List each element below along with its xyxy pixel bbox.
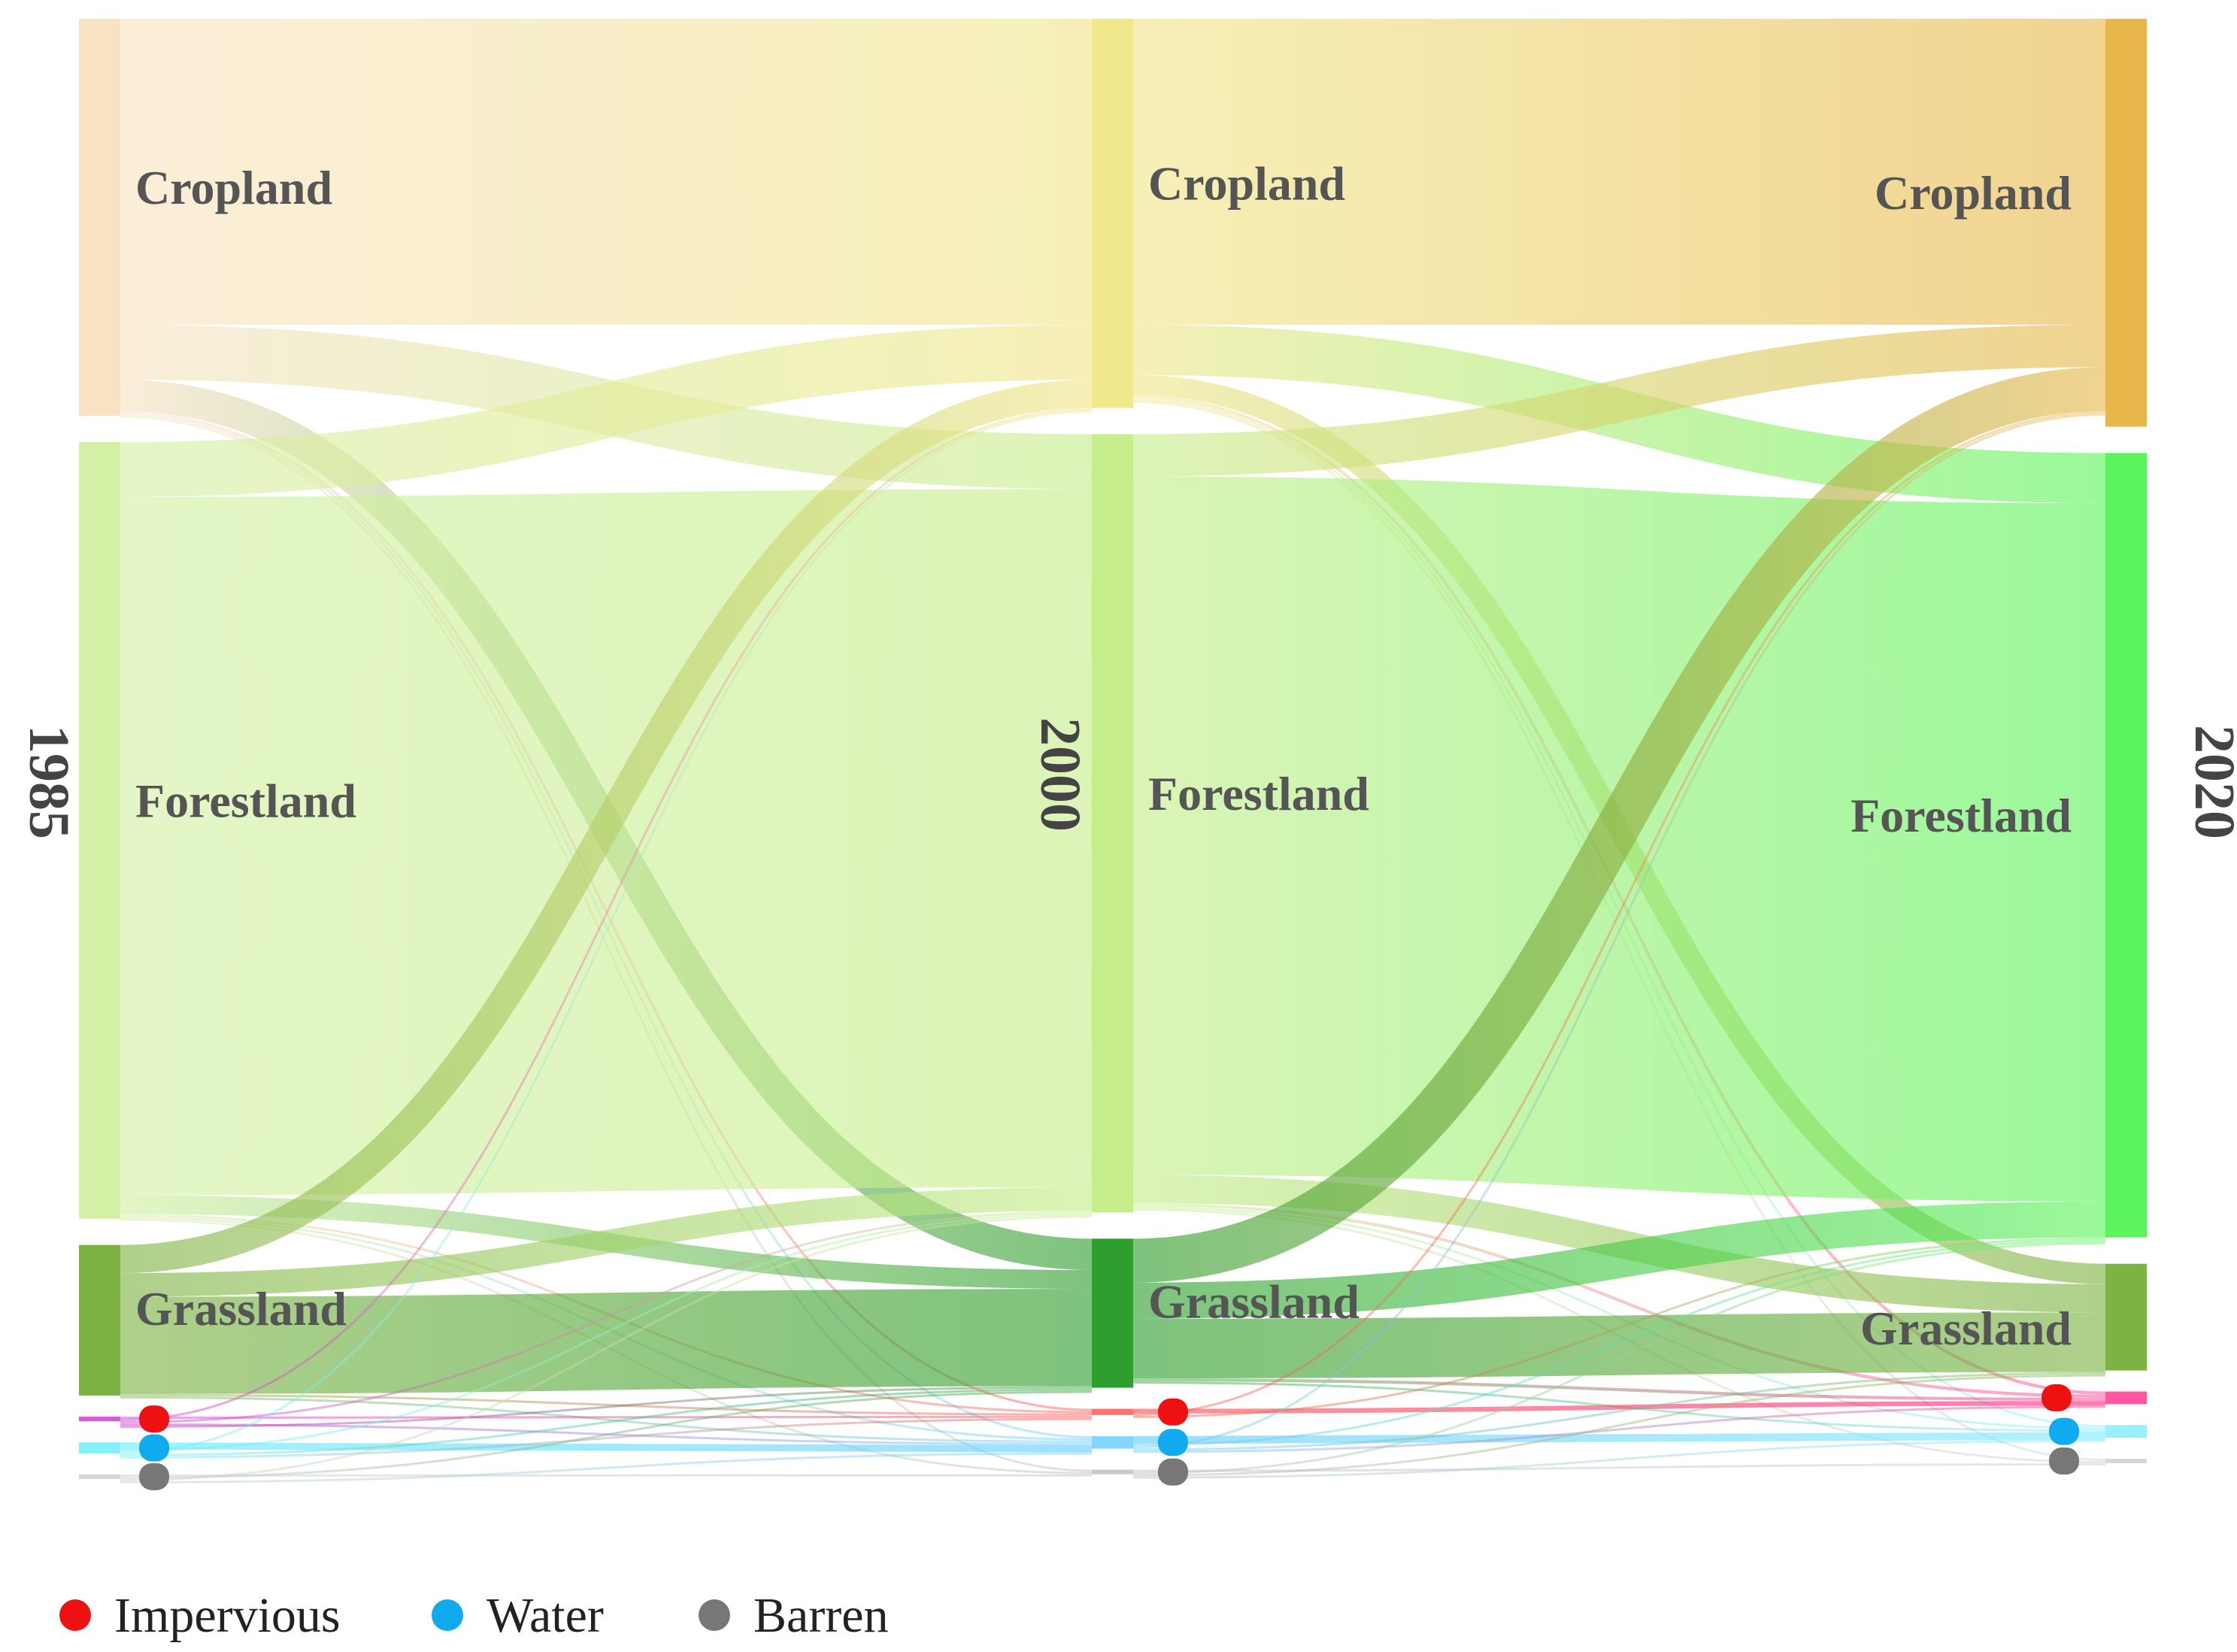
node-2020-barren-marker <box>2049 1447 2079 1475</box>
node-2020-grassland <box>2105 1263 2147 1371</box>
sankey-link-1985-grassland-to-forestland <box>120 1187 1093 1297</box>
node-label-1985-forestland: Forestland <box>135 774 356 827</box>
legend-label-water: Water <box>487 1588 604 1643</box>
sankey-link-1985-water-to-impervious <box>120 1417 1093 1459</box>
node-2020-impervious <box>2105 1391 2147 1405</box>
node-2000-impervious-marker <box>1158 1398 1188 1426</box>
node-1985-water <box>79 1442 120 1453</box>
node-2020-barren <box>2105 1458 2147 1463</box>
node-label-2000-forestland: Forestland <box>1148 767 1369 820</box>
node-2020-impervious-marker <box>2041 1384 2072 1411</box>
legend-label-barren: Barren <box>753 1588 889 1643</box>
node-2000-grassland <box>1092 1238 1133 1388</box>
sankey-link-1985-grassland-to-grassland <box>120 1289 1093 1394</box>
sankey-link-1985-barren-to-water <box>120 1452 1093 1484</box>
node-2000-water-marker <box>1158 1429 1188 1456</box>
node-1985-water-marker <box>139 1434 169 1462</box>
node-1985-barren <box>79 1474 120 1479</box>
node-2000-forestland <box>1092 434 1133 1213</box>
sankey-link-1985-barren-to-forestland <box>120 1215 1093 1481</box>
sankey-link-2000-grassland-to-impervious <box>1132 1378 2106 1402</box>
sankey-link-2000-water-to-water <box>1132 1432 2106 1444</box>
node-label-2000-cropland: Cropland <box>1148 157 1345 211</box>
sankey-link-1985-forestland-to-cropland <box>120 324 1093 497</box>
sankey-nodes <box>79 19 2147 1490</box>
node-2000-water <box>1092 1435 1133 1449</box>
node-2020-water-marker <box>2049 1417 2079 1445</box>
node-2000-barren-marker <box>1158 1458 1188 1486</box>
node-label-2020-cropland: Cropland <box>1875 166 2072 220</box>
sankey-link-2000-impervious-to-cropland <box>1132 411 2106 1416</box>
sankey-link-2000-grassland-to-grassland <box>1132 1312 2106 1379</box>
node-label-2000-grassland: Grassland <box>1148 1275 1359 1329</box>
sankey-link-2000-impervious-to-forestland <box>1132 1237 2106 1418</box>
node-2020-forestland <box>2105 453 2147 1238</box>
node-1985-forestland <box>79 441 120 1219</box>
sankey-link-1985-water-to-grassland <box>120 1388 1093 1456</box>
node-2020-cropland <box>2105 19 2147 427</box>
sankey-link-1985-water-to-forestland <box>120 1213 1093 1452</box>
legend: Impervious Water Barren <box>59 1588 889 1643</box>
node-2000-cropland <box>1092 19 1133 408</box>
sankey-link-2000-grassland-to-forestland <box>1132 1201 2106 1319</box>
sankey-link-2000-forestland-to-cropland <box>1132 324 2106 477</box>
node-label-2020-grassland: Grassland <box>1860 1302 2072 1355</box>
sankey-links <box>120 19 2106 1484</box>
node-1985-cropland <box>79 19 120 416</box>
legend-marker-barren <box>699 1599 730 1631</box>
sankey-link-2000-water-to-grassland <box>1132 1372 2106 1451</box>
sankey-link-1985-barren-to-grassland <box>120 1390 1093 1479</box>
sankey-link-2000-water-to-impervious <box>1132 1405 2106 1453</box>
sankey-link-2000-barren-to-water <box>1132 1439 2106 1479</box>
sankey-link-1985-water-to-cropland <box>120 410 1093 1454</box>
sankey-link-2000-impervious-to-impervious <box>1132 1401 2106 1414</box>
sankey-link-1985-grassland-to-impervious <box>120 1393 1093 1416</box>
sankey-link-1985-impervious-to-grassland <box>120 1386 1093 1428</box>
stage-label-1985: 1985 <box>17 725 80 839</box>
stage-label-2020: 2020 <box>2183 725 2237 839</box>
node-1985-impervious-marker <box>139 1405 169 1433</box>
node-label-1985-cropland: Cropland <box>135 161 332 214</box>
legend-marker-impervious <box>59 1599 91 1631</box>
node-2000-impervious <box>1092 1408 1133 1415</box>
stage-label-2000: 2000 <box>1029 717 1092 832</box>
legend-marker-water <box>432 1599 463 1631</box>
node-2020-water <box>2105 1425 2147 1438</box>
stage-labels: 1985 2000 2020 <box>17 717 2237 839</box>
sankey-link-2000-barren-to-forestland <box>1132 1241 2106 1475</box>
node-1985-barren-marker <box>139 1463 169 1490</box>
sankey-link-1985-water-to-water <box>120 1442 1093 1453</box>
sankey-link-1985-impervious-to-forestland <box>120 1211 1093 1423</box>
node-label-1985-grassland: Grassland <box>135 1282 347 1335</box>
sankey-link-1985-impervious-to-cropland <box>120 408 1093 1421</box>
sankey-link-2000-barren-to-grassland <box>1132 1374 2106 1477</box>
sankey-link-1985-grassland-to-water <box>120 1396 1093 1444</box>
sankey-link-2000-water-to-cropland <box>1132 413 2106 1449</box>
sankey-link-2000-water-to-forestland <box>1132 1239 2106 1447</box>
sankey-link-1985-grassland-to-cropland <box>120 379 1093 1274</box>
node-2000-barren <box>1092 1469 1133 1475</box>
legend-label-impervious: Impervious <box>114 1588 341 1643</box>
node-1985-grassland <box>79 1244 120 1396</box>
sankey-link-2000-grassland-to-cropland <box>1132 367 2106 1283</box>
node-1985-impervious <box>79 1416 120 1422</box>
node-label-2020-forestland: Forestland <box>1851 789 2072 842</box>
